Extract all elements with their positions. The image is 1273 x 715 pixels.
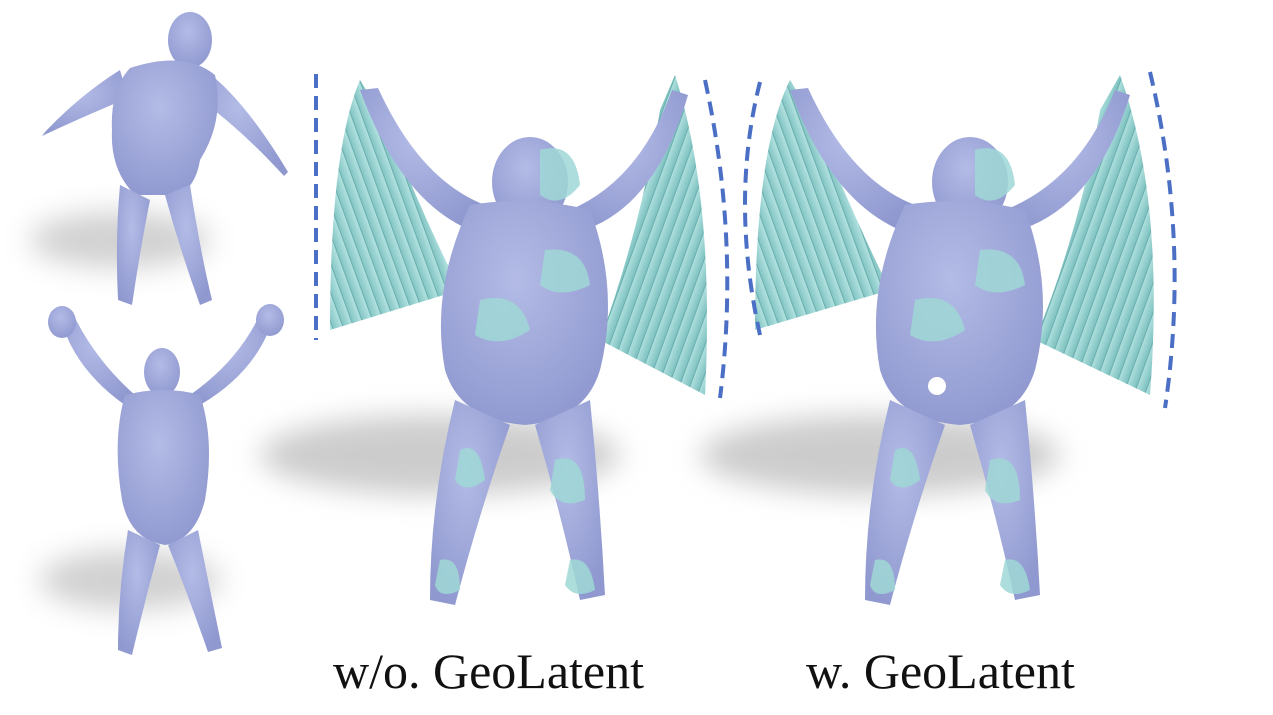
right-wing	[600, 75, 707, 395]
source-t-pose-mesh	[30, 12, 288, 305]
result-without-geolatent-mesh	[260, 75, 707, 605]
caption-with-geolatent: w. GeoLatent	[806, 643, 1075, 699]
guide-lines-without	[314, 74, 730, 399]
left-wing	[755, 80, 890, 330]
left-wing	[330, 80, 460, 330]
source-arms-up-mesh	[40, 304, 284, 655]
result-with-geolatent-mesh	[700, 75, 1154, 605]
guide-lines-with	[743, 71, 1177, 409]
guide-line-right	[1148, 71, 1177, 409]
caption-without-geolatent: w/o. GeoLatent	[333, 643, 645, 699]
right-wing	[1035, 75, 1154, 395]
shadow	[260, 415, 620, 495]
guide-line-right	[703, 79, 730, 399]
guide-line-left	[743, 81, 762, 336]
marker-dot	[928, 377, 946, 395]
